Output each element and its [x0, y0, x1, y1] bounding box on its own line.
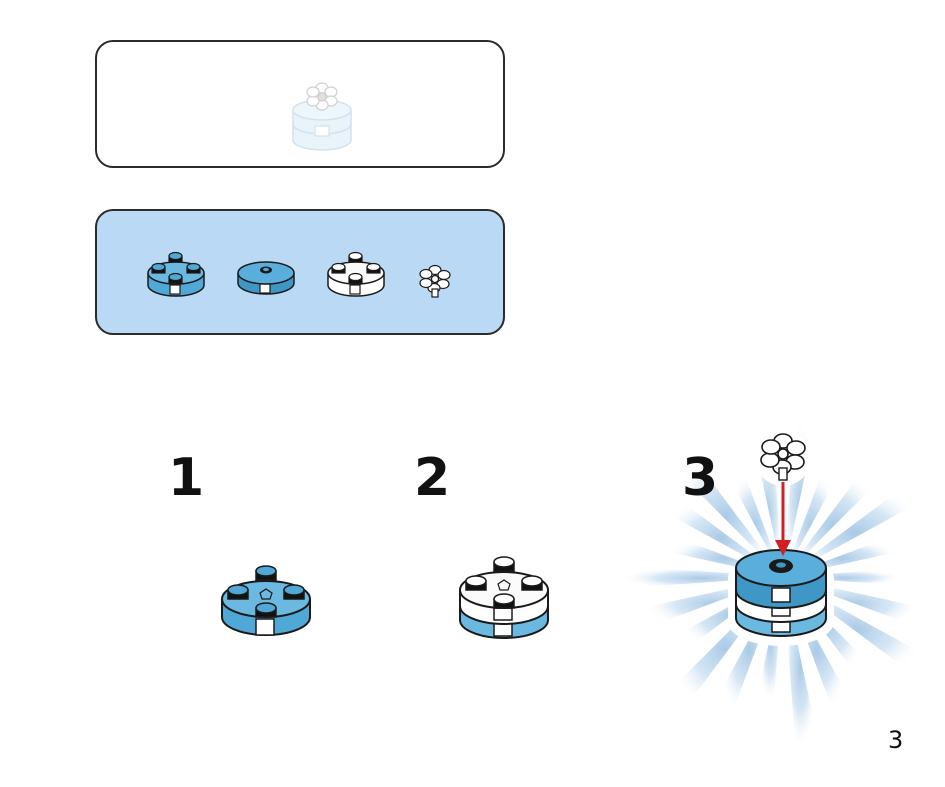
part-white-flower — [419, 264, 451, 298]
parts-list-panel — [95, 209, 505, 335]
page-number: 3 — [888, 726, 904, 754]
part-white-round-plate — [327, 251, 385, 297]
burst-ray — [783, 568, 903, 586]
part-azure-round-tile-with-hole — [237, 261, 295, 295]
burst-ray — [783, 463, 884, 577]
step-number-1: 1 — [168, 448, 205, 508]
step-1-azure-round-plate — [221, 565, 311, 636]
burst-ray — [783, 464, 841, 577]
step-2-white-plate-on-azure-plate — [459, 556, 549, 639]
step-number-3: 3 — [682, 448, 719, 508]
step-3-flower-on-tile-stack — [728, 430, 834, 646]
burst-ray — [667, 445, 783, 577]
completed-model-preview — [292, 82, 352, 151]
burst-ray — [619, 565, 783, 589]
step-number-2: 2 — [414, 448, 451, 508]
part-azure-round-plate — [147, 251, 205, 297]
burst-ray — [725, 464, 783, 577]
burst-ray — [783, 478, 927, 577]
completed-model-panel — [95, 40, 505, 168]
